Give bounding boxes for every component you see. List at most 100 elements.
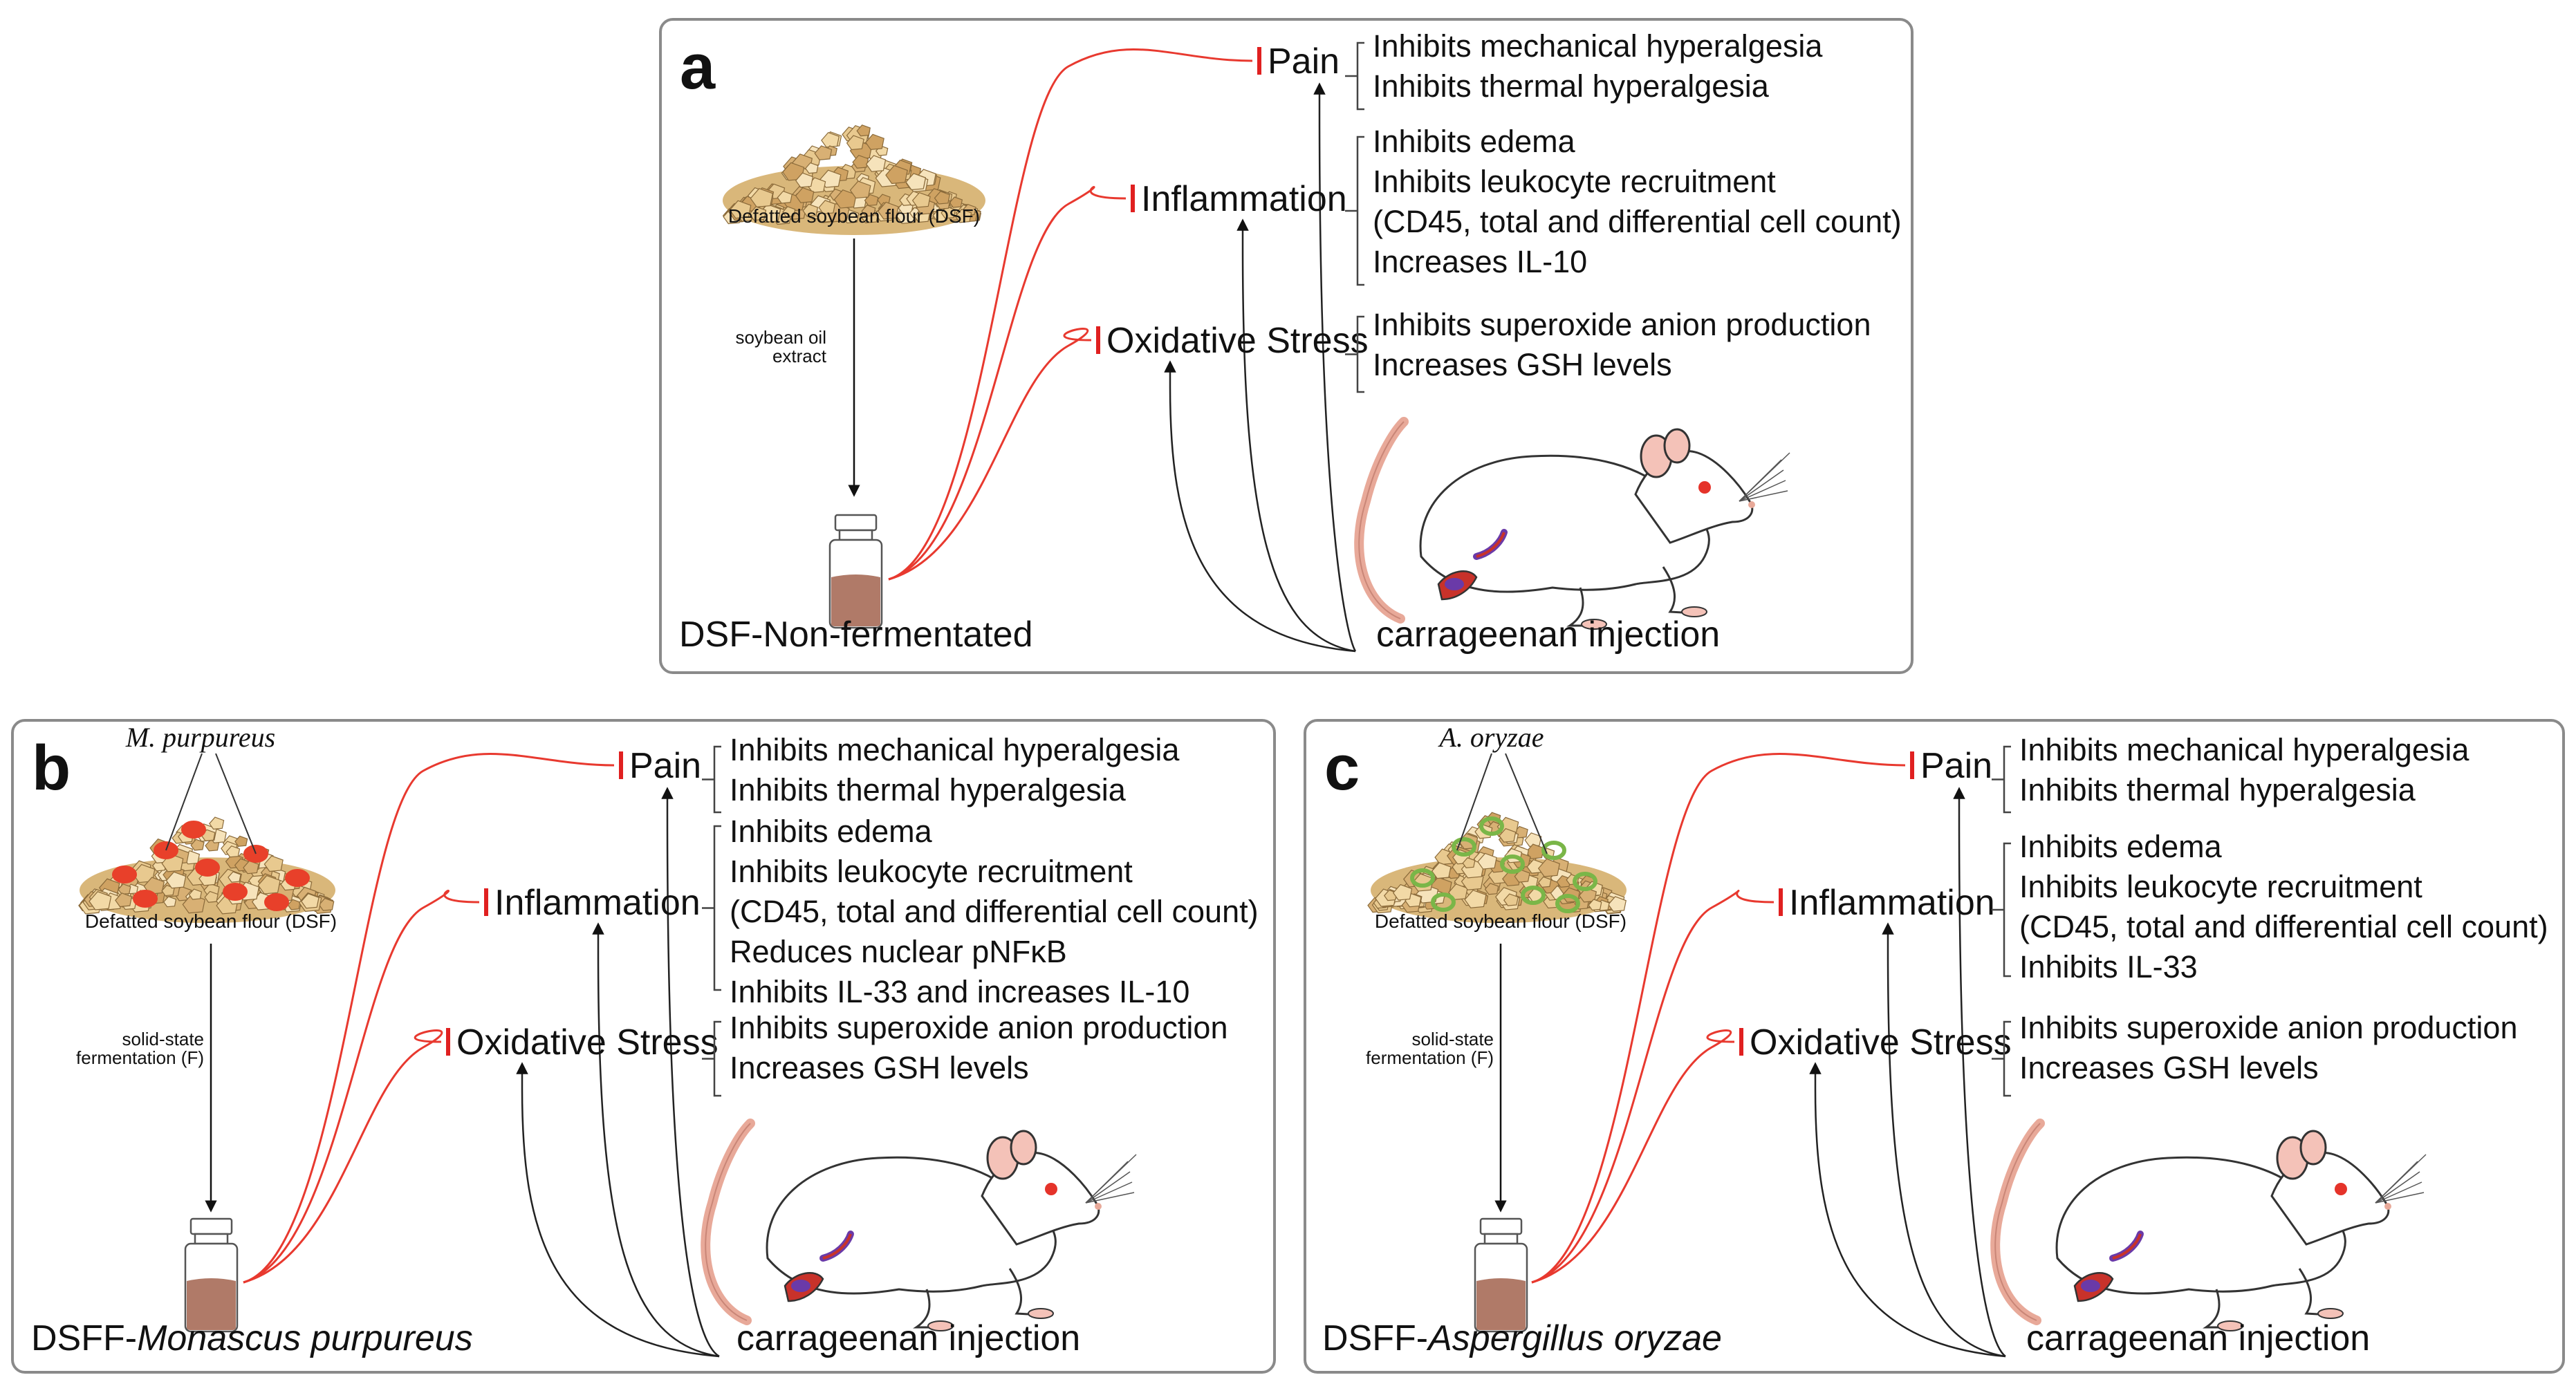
stimulus-arrow	[1236, 218, 1356, 653]
effect-bracket	[702, 825, 721, 991]
monascus-colony	[285, 869, 310, 887]
rat-leg	[913, 1289, 940, 1329]
rat-ear	[1663, 428, 1691, 464]
monascus-colony	[195, 859, 220, 877]
flour-grain	[225, 845, 241, 858]
process-label: solid-state	[122, 1029, 205, 1049]
rat-eye	[1045, 1183, 1057, 1195]
flour-grain	[795, 187, 815, 203]
rat-whisker	[1739, 469, 1784, 502]
rat-leg	[1566, 587, 1594, 627]
rat-whisker	[1085, 1181, 1133, 1204]
rat-nose	[1748, 501, 1755, 508]
product-label-prefix: DSF-Non-fermentated	[679, 615, 1033, 655]
inhibition-curve	[243, 1029, 443, 1284]
inhibition-curve	[888, 48, 1253, 581]
flour-grain	[934, 191, 951, 205]
stimulus-arrow	[1882, 922, 2006, 1358]
stimulus-label: carrageenan injection	[1376, 615, 1720, 655]
flour-grain	[89, 891, 112, 910]
flour-grain	[865, 133, 884, 150]
rat-eye	[2335, 1183, 2347, 1195]
flour-grain	[1537, 858, 1560, 877]
flour-label: Defatted soybean flour (DSF)	[85, 910, 337, 932]
inhibition-curve	[888, 185, 1127, 581]
effect-bracket	[702, 745, 721, 814]
outcome-label: Oxidative Stress	[1750, 1022, 2012, 1063]
inhibition-curve	[243, 889, 480, 1284]
organism-pointer	[165, 753, 203, 851]
effect-text: Inhibits mechanical hyperalgesia	[730, 732, 1180, 767]
effect-text: (CD45, total and differential cell count…	[730, 894, 1259, 929]
flour-grain	[777, 190, 793, 204]
aspergillus-colony	[1573, 872, 1597, 891]
flour-grain	[188, 888, 203, 900]
flour-grain	[1431, 862, 1452, 879]
process-label: soybean oil	[735, 327, 826, 348]
product-label-prefix: DSFF-	[31, 1318, 137, 1358]
effect-text: Inhibits IL-33	[2019, 949, 2198, 984]
monascus-colony	[181, 821, 206, 839]
effect-bracket	[1992, 842, 2011, 978]
flour-grain	[1608, 896, 1627, 912]
rat-whisker	[2375, 1181, 2422, 1204]
flour-label: Defatted soybean flour (DSF)	[728, 205, 980, 227]
stimulus-arrow	[1953, 787, 2006, 1358]
panel-letter: b	[32, 733, 71, 803]
flour-grain	[849, 180, 871, 199]
effect-text: Increases IL-10	[1373, 244, 1587, 279]
rat-whisker	[1739, 480, 1786, 502]
flour-grain	[782, 206, 796, 218]
rat-nose	[2384, 1203, 2391, 1210]
flour-grain	[877, 201, 899, 220]
flour-grain	[204, 890, 219, 903]
outcome-label: Pain	[1268, 41, 1340, 82]
inhibition-curve	[1531, 1029, 1735, 1284]
flour-label: Defatted soybean flour (DSF)	[1375, 910, 1627, 932]
stimulus-arrow	[661, 787, 720, 1358]
flour-grain	[821, 131, 840, 148]
rat-leg	[1008, 1268, 1041, 1316]
rat-tail-outline	[1994, 1123, 2041, 1321]
monascus-colony	[223, 883, 248, 901]
flour-grain	[1524, 832, 1542, 847]
rat-whisker	[1085, 1154, 1137, 1204]
panel-letter: a	[680, 32, 716, 102]
rat-foot	[1581, 619, 1607, 630]
monascus-colony	[264, 893, 289, 911]
flour-grain	[318, 897, 335, 911]
rat-whisker	[2375, 1154, 2427, 1204]
flour-grain	[856, 124, 871, 137]
rat-foot	[927, 1320, 954, 1331]
aspergillus-colony	[1431, 892, 1456, 912]
rat-ear	[1010, 1130, 1037, 1166]
flour-grain	[846, 135, 864, 151]
rat-hindleg-marked-core	[822, 1233, 852, 1260]
flour-grain	[132, 863, 156, 884]
effect-bracket	[1345, 41, 1364, 111]
rat-whisker	[2375, 1171, 2420, 1204]
flour-grain	[865, 155, 887, 172]
effect-text: Inhibits superoxide anion production	[1373, 307, 1871, 342]
effect-text: Inhibits edema	[2019, 829, 2223, 864]
inhibition-curve	[1531, 889, 1775, 1284]
aspergillus-colony	[1500, 854, 1525, 874]
flour-grain	[833, 189, 857, 209]
effect-bracket	[1345, 315, 1364, 393]
inhibition-curve	[888, 328, 1092, 581]
vial-cap	[834, 514, 878, 532]
organism-pointer	[1456, 753, 1492, 851]
effect-text: Increases GSH levels	[1373, 347, 1672, 382]
outcome-label: Inflammation	[1141, 179, 1347, 219]
product-label: DSF-Non-fermentated	[679, 615, 1033, 655]
rat-whisker	[1085, 1192, 1135, 1204]
flour-grain	[257, 875, 281, 895]
flour-grain	[1392, 884, 1413, 901]
flour-grain	[163, 896, 177, 908]
rat-foot	[2217, 1320, 2243, 1331]
vial-neck	[1483, 1233, 1519, 1245]
vial-liquid	[187, 1278, 236, 1330]
